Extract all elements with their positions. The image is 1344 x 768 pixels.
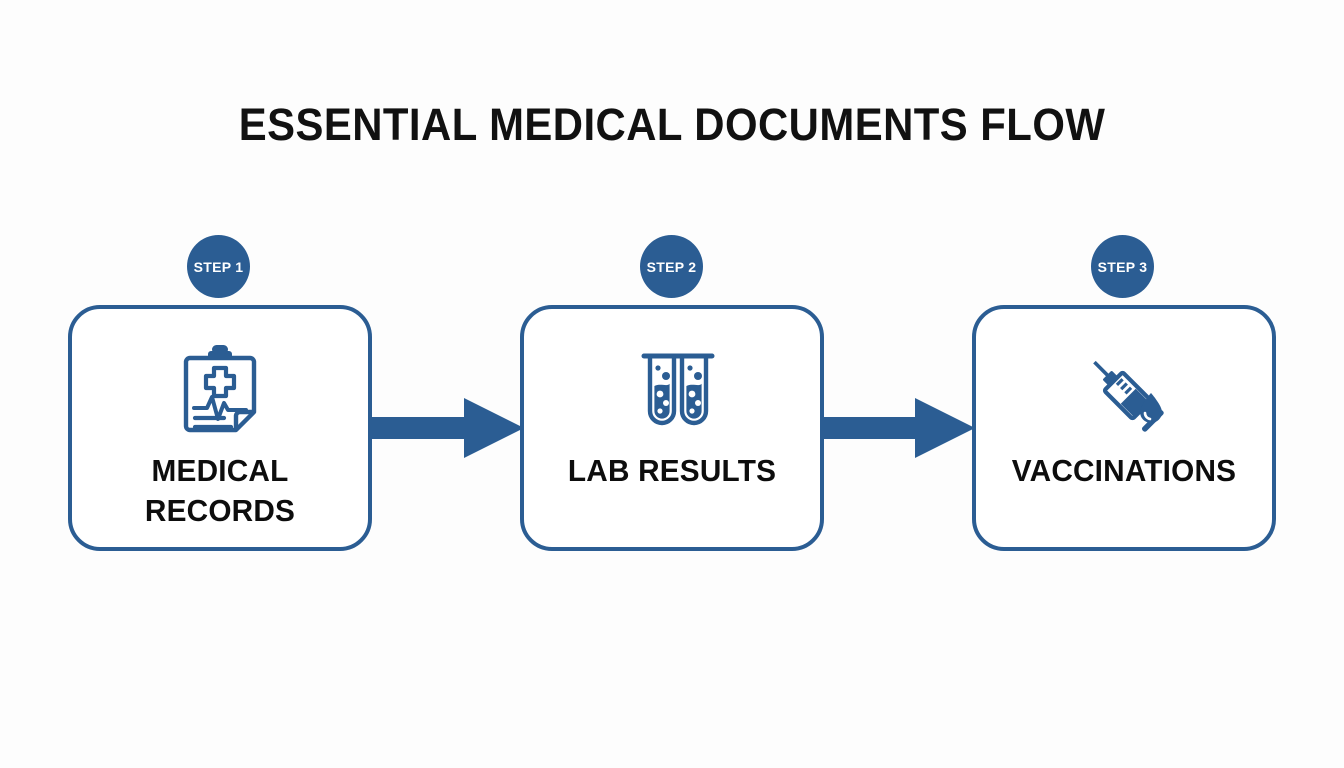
- step-badge-2: STEP 2: [640, 235, 703, 298]
- clipboard-medical-record-icon: [167, 339, 273, 445]
- step-label: MEDICAL RECORDS: [144, 453, 296, 528]
- step-badge-label: STEP 3: [1097, 258, 1148, 275]
- page-title: ESSENTIAL MEDICAL DOCUMENTS FLOW: [238, 99, 1106, 150]
- step-badge-1: STEP 1: [187, 235, 250, 298]
- test-tubes-icon: [619, 339, 725, 445]
- step-badge-label: STEP 1: [193, 258, 244, 275]
- step-label: LAB RESULTS: [567, 453, 777, 488]
- flow-arrow-1: [372, 396, 524, 460]
- step-card-medical-records[interactable]: MEDICAL RECORDS: [68, 305, 372, 551]
- step-label: VACCINATIONS: [1011, 453, 1237, 488]
- syringe-icon: [1071, 339, 1177, 445]
- step-badge-3: STEP 3: [1091, 235, 1154, 298]
- step-badge-label: STEP 2: [646, 258, 697, 275]
- step-card-vaccinations[interactable]: VACCINATIONS: [972, 305, 1276, 551]
- step-card-lab-results[interactable]: LAB RESULTS: [520, 305, 824, 551]
- flow-arrow-2: [823, 396, 975, 460]
